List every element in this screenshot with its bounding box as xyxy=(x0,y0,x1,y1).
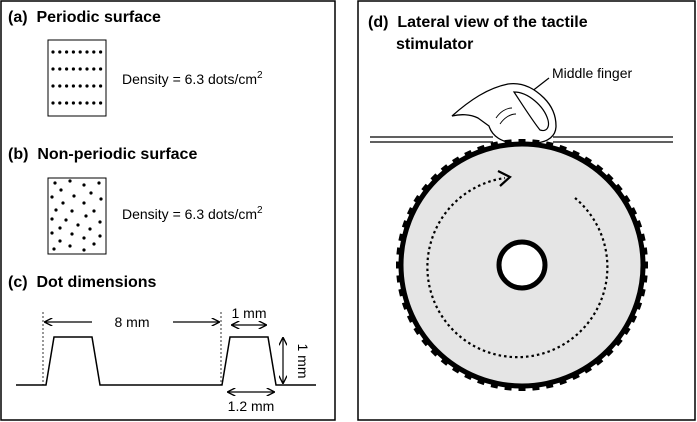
periodic-dot xyxy=(65,84,69,88)
fingernail xyxy=(512,91,550,132)
right-panel-frame xyxy=(357,0,696,421)
periodic-dot xyxy=(85,84,89,88)
panel-b-density: Density = 6.3 dots/cm2 xyxy=(122,205,263,222)
random-dot xyxy=(64,218,68,222)
random-dot xyxy=(88,227,92,231)
random-dot xyxy=(82,183,86,187)
periodic-dot xyxy=(58,50,62,54)
periodic-dot xyxy=(51,67,55,71)
random-dot xyxy=(72,194,76,198)
periodic-dot xyxy=(51,101,55,105)
finger-knuckle-lines xyxy=(495,107,517,125)
random-dot xyxy=(50,195,54,199)
random-dot xyxy=(98,220,102,224)
random-dot xyxy=(92,209,96,213)
height-label: 1 mm xyxy=(295,344,311,379)
nonperiodic-dot-field xyxy=(50,179,103,252)
panel-d-title-line1: (d) Lateral view of the tactile xyxy=(368,14,588,31)
periodic-dot xyxy=(51,84,55,88)
periodic-dot xyxy=(78,84,82,88)
finger-outline xyxy=(451,82,557,144)
periodic-dot xyxy=(92,67,96,71)
periodic-dot-grid xyxy=(51,50,103,105)
drum-axle xyxy=(496,239,548,291)
periodic-dot xyxy=(65,101,69,105)
panel-d-title-line2: stimulator xyxy=(396,36,473,53)
periodic-surface-sample xyxy=(47,39,107,117)
periodic-dot xyxy=(85,101,89,105)
periodic-dot xyxy=(71,50,75,54)
random-dot xyxy=(84,214,88,218)
random-dot xyxy=(98,234,102,238)
periodic-dot xyxy=(92,84,96,88)
periodic-dot xyxy=(99,50,103,54)
periodic-dot xyxy=(58,67,62,71)
periodic-dot xyxy=(71,84,75,88)
periodic-dot xyxy=(85,50,89,54)
random-dot xyxy=(92,242,96,246)
random-dot xyxy=(70,232,74,236)
random-dot xyxy=(89,191,93,195)
dot-profile-line xyxy=(16,336,316,386)
random-dot xyxy=(76,223,80,227)
spacing-label: 8 mm xyxy=(115,314,150,330)
periodic-dot xyxy=(65,67,69,71)
random-dot xyxy=(61,201,65,205)
left-panel-frame xyxy=(0,0,336,421)
random-dot xyxy=(50,231,54,235)
periodic-dot xyxy=(51,50,55,54)
panel-b-title: (b) Non-periodic surface xyxy=(8,146,197,163)
periodic-dot xyxy=(99,84,103,88)
random-dot xyxy=(82,201,86,205)
periodic-dot xyxy=(99,67,103,71)
random-dot xyxy=(70,209,74,213)
random-dot xyxy=(53,181,57,185)
random-dot xyxy=(58,226,62,230)
periodic-dot xyxy=(58,101,62,105)
random-dot xyxy=(82,236,86,240)
rotation-arrowhead xyxy=(497,170,512,187)
periodic-dot xyxy=(58,84,62,88)
periodic-dot xyxy=(92,50,96,54)
random-dot xyxy=(82,248,86,252)
nonperiodic-surface-sample xyxy=(47,177,107,255)
periodic-dot xyxy=(71,101,75,105)
panel-a-density: Density = 6.3 dots/cm2 xyxy=(122,70,263,87)
periodic-dot xyxy=(71,67,75,71)
periodic-dot xyxy=(78,67,82,71)
random-dot xyxy=(59,188,63,192)
random-dot xyxy=(68,244,72,248)
periodic-dot xyxy=(99,101,103,105)
random-dot xyxy=(58,239,62,243)
random-dot xyxy=(50,217,54,221)
random-dot xyxy=(68,179,72,183)
periodic-dot xyxy=(92,101,96,105)
top-width-label: 1 mm xyxy=(232,305,267,321)
panel-a-title: (a) Periodic surface xyxy=(8,9,161,26)
random-dot xyxy=(99,197,103,201)
panel-c-title: (c) Dot dimensions xyxy=(8,274,157,291)
periodic-dot xyxy=(78,101,82,105)
random-dot xyxy=(97,181,101,185)
random-dot xyxy=(54,208,58,212)
periodic-dot xyxy=(85,67,89,71)
periodic-dot xyxy=(78,50,82,54)
middle-finger-label: Middle finger xyxy=(552,65,632,81)
random-dot xyxy=(52,247,56,251)
rotation-arrow-path xyxy=(426,176,609,359)
periodic-dot xyxy=(65,50,69,54)
base-width-label: 1.2 mm xyxy=(228,398,275,414)
